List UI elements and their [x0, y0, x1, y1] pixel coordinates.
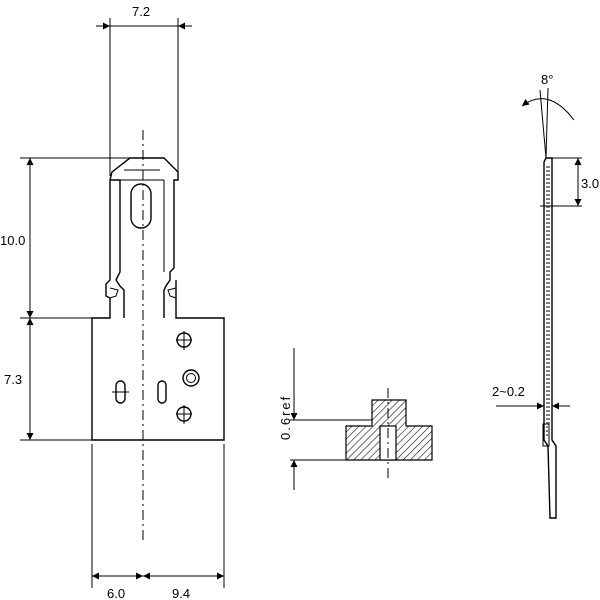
dim-angle: 8°: [541, 72, 553, 87]
dim-width-left: 6.0: [107, 586, 125, 600]
section-view: 0.6ref: [278, 348, 433, 490]
hole-middle-right: [182, 369, 200, 387]
dim-width-top: 7.2: [132, 4, 150, 19]
side-view: 8° 3.0 2~0.2: [492, 72, 599, 519]
side-profile: [543, 157, 557, 519]
dim-ref-thickness: 0.6ref: [278, 395, 293, 440]
slot-center: [157, 380, 167, 404]
front-view: 7.2 10.0 7.3 6.0 9.4: [0, 4, 225, 600]
hole-bottom-right: [176, 405, 192, 424]
tab-slot: [130, 183, 152, 229]
dim-height-lower: 7.3: [4, 372, 22, 387]
dim-side-thickness: 2~0.2: [492, 384, 525, 399]
dim-width-right: 9.4: [172, 586, 190, 600]
left-notch: [109, 287, 119, 299]
dim-side-length: 3.0: [581, 176, 599, 191]
tab-inner: [119, 169, 165, 272]
right-notch: [167, 287, 177, 299]
hole-top-right: [176, 331, 192, 350]
slot-left: [112, 380, 129, 404]
dim-height-upper: 10.0: [0, 233, 25, 248]
